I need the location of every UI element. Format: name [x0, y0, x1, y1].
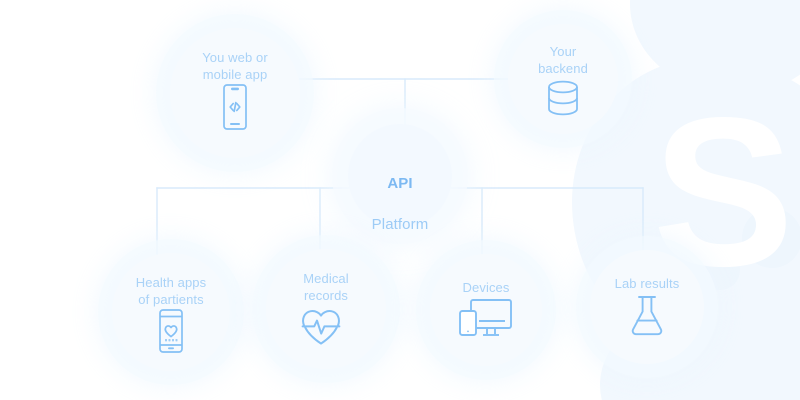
node-medical-records[interactable]: Medical records: [266, 249, 386, 369]
node-lab-results[interactable]: Lab results: [590, 250, 704, 364]
node-label-backend: Your backend: [538, 44, 588, 76]
node-label-app: You web or mobile app: [202, 50, 268, 82]
node-label-devices: Devices: [462, 280, 510, 295]
heart-pulse-icon: [300, 304, 352, 350]
node-devices[interactable]: Devices: [430, 254, 542, 366]
mobile-heart-icon: [155, 308, 187, 354]
node-api-platform-hub[interactable]: API Platform: [348, 124, 452, 233]
mobile-code-icon: [218, 83, 252, 131]
hub-label-line2: Platform: [371, 215, 429, 233]
node-label-lab: Lab results: [614, 276, 680, 291]
database-icon: [540, 77, 586, 123]
hub-label: API Platform: [372, 154, 429, 235]
node-your-backend[interactable]: Your backend: [508, 24, 618, 134]
node-web-mobile-app[interactable]: You web or mobile app: [170, 28, 300, 158]
hub-label-line1: API: [387, 175, 413, 193]
node-health-apps[interactable]: Health apps of partients: [112, 253, 230, 371]
flask-icon: [624, 293, 670, 339]
devices-icon: [457, 297, 515, 343]
node-label-health: Health apps of partients: [135, 275, 207, 307]
node-label-records: Medical records: [303, 271, 349, 303]
